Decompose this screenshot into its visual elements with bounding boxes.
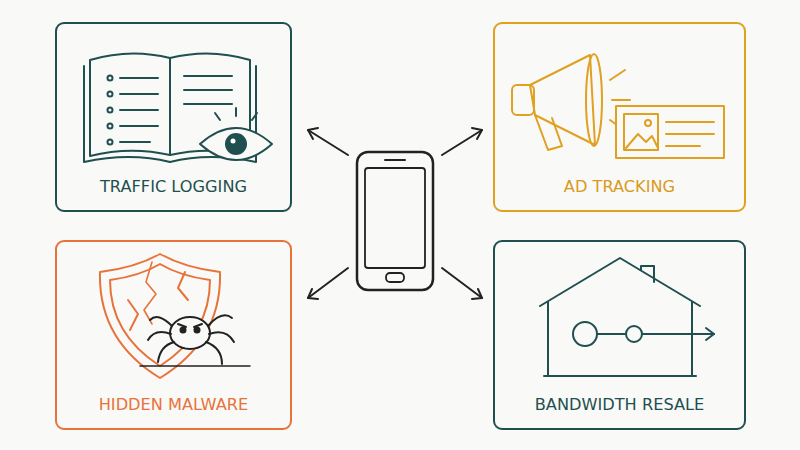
- category-label: BANDWIDTH RESALE: [495, 395, 744, 414]
- book-eye-icon: [84, 53, 272, 162]
- category-label: AD TRACKING: [495, 177, 744, 196]
- megaphone-ad-icon: [512, 54, 724, 158]
- house-network-icon: [540, 258, 714, 376]
- pointer-arrows: [308, 128, 482, 299]
- category-label: TRAFFIC LOGGING: [57, 177, 290, 196]
- spider-icon: [140, 315, 250, 366]
- shield-malware-icon: [100, 254, 220, 378]
- phone-icon: [357, 152, 433, 290]
- category-box: HIDDEN MALWARE: [55, 240, 292, 430]
- category-label: HIDDEN MALWARE: [57, 395, 290, 414]
- category-box: BANDWIDTH RESALE: [493, 240, 746, 430]
- category-box: AD TRACKING: [493, 22, 746, 212]
- category-box: TRAFFIC LOGGING: [55, 22, 292, 212]
